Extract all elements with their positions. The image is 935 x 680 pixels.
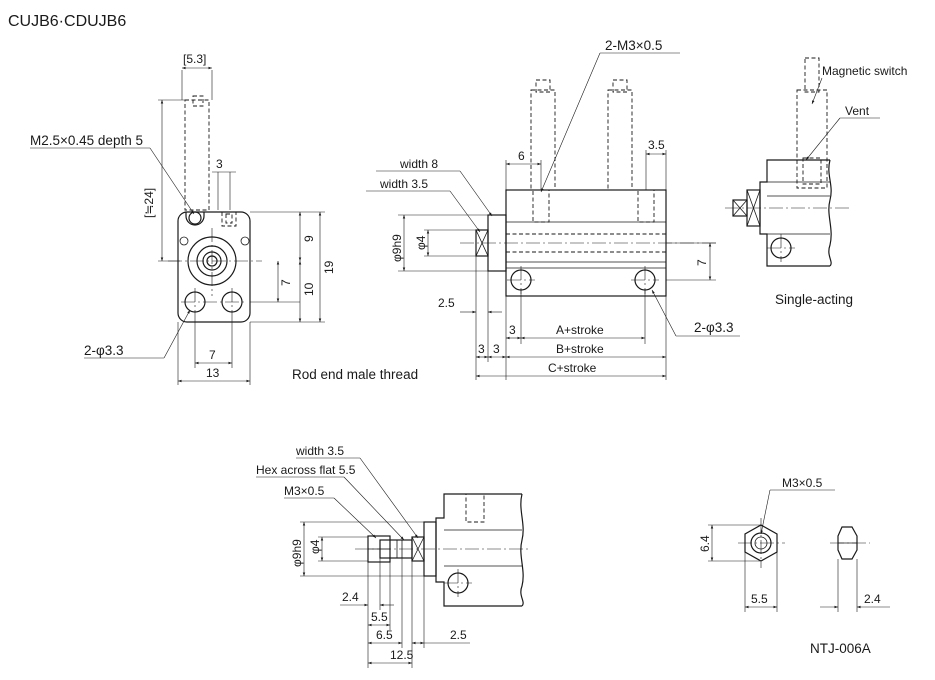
dim-3-5-front: 3.5 [648, 138, 665, 152]
dim-2-4-nut: 2.4 [864, 592, 881, 606]
dim-19: 19 [322, 260, 336, 274]
dim-12-5: 12.5 [390, 648, 414, 662]
dim-5-5-rod: 5.5 [371, 610, 388, 624]
dim-6-4: 6.4 [698, 535, 712, 552]
dim-2-4-rod: 2.4 [342, 590, 359, 604]
dim-m3-nut: M3×0.5 [782, 476, 823, 490]
caption-rod-end: Rod end male thread [292, 367, 418, 382]
front-view: 2-M3×0.5 6 3.5 width 8 width 3.5 φ9h9 φ4 [366, 38, 740, 380]
dim-width-3-5-front: width 3.5 [379, 177, 428, 191]
dim-7-bottom: 7 [209, 348, 216, 362]
dim-3-b1: 3 [478, 342, 485, 356]
drawing-title: CUJB6·CDUJB6 [8, 13, 126, 30]
dim-10: 10 [302, 282, 316, 296]
dim-6-5-rod: 6.5 [376, 628, 393, 642]
dim-13: 13 [206, 366, 220, 380]
dim-approx-24: [≒24] [142, 188, 156, 218]
dim-phi4-rod: φ4 [308, 539, 322, 554]
dim-m2-5-depth: M2.5×0.45 depth 5 [30, 133, 143, 148]
dim-3-b2: 3 [493, 342, 500, 356]
dim-5-5-nut: 5.5 [751, 592, 768, 606]
dim-phi9h9-rod: φ9h9 [290, 539, 304, 567]
dim-m3-rod: M3×0.5 [284, 484, 325, 498]
side-view: [5.3] M2.5×0.45 depth 5 3 [≒24] 9 19 7 1… [30, 52, 336, 385]
dim-6: 6 [518, 149, 525, 163]
label-magnetic-switch: Magnetic switch [822, 64, 907, 78]
dim-b-stroke: B+stroke [556, 342, 604, 356]
dim-phi9h9-front: φ9h9 [390, 234, 404, 262]
dim-2-5-rod: 2.5 [450, 628, 467, 642]
dim-2-phi-3-3-front: 2-φ3.3 [694, 320, 734, 335]
dim-2-phi-3-3-side: 2-φ3.3 [84, 343, 124, 358]
dim-c-stroke: C+stroke [548, 361, 597, 375]
dim-7-side: 7 [279, 279, 293, 286]
dim-phi4-front: φ4 [414, 235, 428, 250]
dim-9: 9 [302, 235, 316, 242]
dim-2-m3: 2-M3×0.5 [605, 38, 662, 53]
dim-width-3-5-rod: width 3.5 [295, 444, 344, 458]
dim-width-8: width 8 [399, 157, 438, 171]
dim-5-3: [5.3] [183, 52, 206, 66]
nut-detail: M3×0.5 6.4 5.5 2.4 [698, 476, 890, 612]
dim-2-5-front: 2.5 [438, 296, 455, 310]
dim-3-a: 3 [509, 323, 516, 337]
drawing-number: NTJ-006A [810, 641, 871, 656]
label-vent: Vent [845, 104, 870, 118]
dim-hex-flat: Hex across flat 5.5 [256, 463, 356, 477]
dim-3-side: 3 [216, 157, 223, 171]
single-acting-view: Magnetic switch Vent [725, 57, 907, 267]
caption-single-acting: Single-acting [775, 292, 853, 307]
rod-end-detail: width 3.5 Hex across flat 5.5 M3×0.5 φ9h… [256, 444, 530, 668]
dim-a-stroke: A+stroke [556, 323, 604, 337]
dim-7-front: 7 [695, 259, 709, 266]
